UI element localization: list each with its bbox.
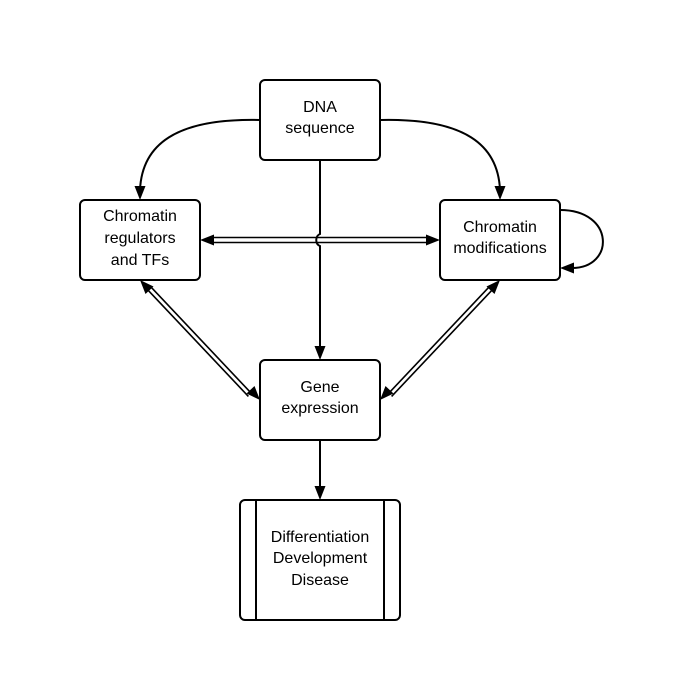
edge-regulators-modifications <box>200 234 440 246</box>
edge-modifications-self-loop <box>559 209 604 274</box>
node-gene-expression-line-1: Gene <box>300 379 339 396</box>
edge-expression-to-outcomes <box>314 440 326 500</box>
node-outcomes-line-1: Differentiation <box>271 529 369 546</box>
node-dna-sequence-line-2: sequence <box>285 120 354 137</box>
node-outcomes: Differentiation Development Disease <box>239 499 401 621</box>
edge-modifications-expression <box>380 280 500 400</box>
node-outcomes-line-2: Development <box>273 550 368 567</box>
node-chromatin-regulators-line-2: regulators <box>104 230 175 247</box>
edge-dna-to-expression <box>314 160 326 360</box>
edge-regulators-expression <box>140 280 260 400</box>
node-chromatin-modifications: Chromatin modifications <box>439 199 561 281</box>
node-chromatin-modifications-line-1: Chromatin <box>463 219 537 236</box>
node-gene-expression: Gene expression <box>259 359 381 441</box>
node-dna-sequence: DNA sequence <box>259 79 381 161</box>
node-chromatin-modifications-line-2: modifications <box>453 240 546 257</box>
edge-dna-to-modifications <box>379 118 506 200</box>
node-outcomes-line-3: Disease <box>291 572 349 589</box>
node-chromatin-regulators-line-1: Chromatin <box>103 208 177 225</box>
node-gene-expression-line-2: expression <box>281 400 358 417</box>
edge-dna-to-regulators <box>134 118 261 200</box>
node-chromatin-regulators-line-3: and TFs <box>111 252 169 269</box>
node-chromatin-regulators: Chromatin regulators and TFs <box>79 199 201 281</box>
node-dna-sequence-line-1: DNA <box>303 99 337 116</box>
